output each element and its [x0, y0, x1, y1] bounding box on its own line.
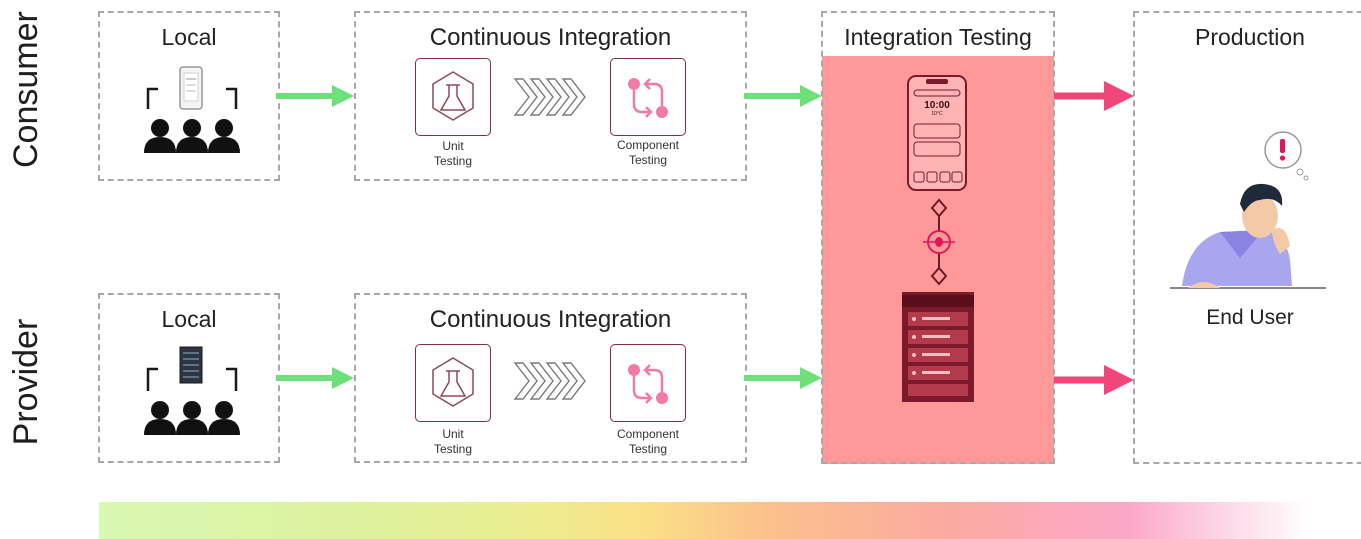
production-title: Production — [1195, 24, 1305, 50]
provider-ci-to-integration-arrow — [744, 367, 822, 389]
consumer-local-title: Local — [161, 24, 217, 50]
flask-hexagon-icon — [432, 357, 474, 407]
phone-temp-text: 10°C — [931, 111, 943, 117]
integration-testing-box: Integration Testing — [821, 11, 1055, 464]
provider-local-box: Local — [98, 293, 280, 463]
provider-row-label: Provider — [7, 318, 45, 446]
phone-time-text: 10:00 — [924, 100, 950, 111]
consumer-ci-title: Continuous Integration — [429, 24, 672, 51]
provider-ci-title: Continuous Integration — [429, 306, 672, 333]
integration-server-rack-icon — [902, 292, 974, 402]
component-testing-tile — [610, 344, 686, 422]
integration-to-production-upper-arrow — [1054, 81, 1134, 111]
flask-hexagon-icon — [432, 71, 474, 121]
provider-local-to-ci-arrow — [276, 367, 354, 389]
integration-to-production-lower-arrow — [1054, 365, 1134, 395]
git-compare-icon — [628, 364, 668, 404]
developer-team-server-icon — [144, 346, 240, 435]
unit-testing-tile — [415, 58, 491, 136]
provider-local-title: Local — [161, 306, 217, 332]
frustrated-end-user-icon — [1170, 131, 1326, 289]
chevron-arrows-icon — [513, 362, 586, 400]
consumer-local-to-ci-arrow — [276, 85, 354, 107]
end-user-label: End User — [1206, 306, 1294, 329]
consumer-ci-to-integration-arrow — [744, 85, 822, 107]
chevron-arrows-icon — [513, 78, 586, 116]
component-testing-tile — [610, 58, 686, 136]
git-compare-icon — [628, 78, 668, 118]
production-box: Production — [1133, 11, 1361, 464]
progress-gradient-bar — [99, 502, 1309, 539]
integration-bug-connector-icon — [923, 198, 955, 286]
integration-testing-title: Integration Testing — [844, 24, 1032, 50]
consumer-row-label: Consumer — [7, 11, 45, 168]
unit-testing-tile — [415, 344, 491, 422]
consumer-local-box: Local — [98, 11, 280, 181]
developer-team-phone-icon — [144, 66, 240, 153]
integration-phone-icon — [907, 75, 967, 191]
